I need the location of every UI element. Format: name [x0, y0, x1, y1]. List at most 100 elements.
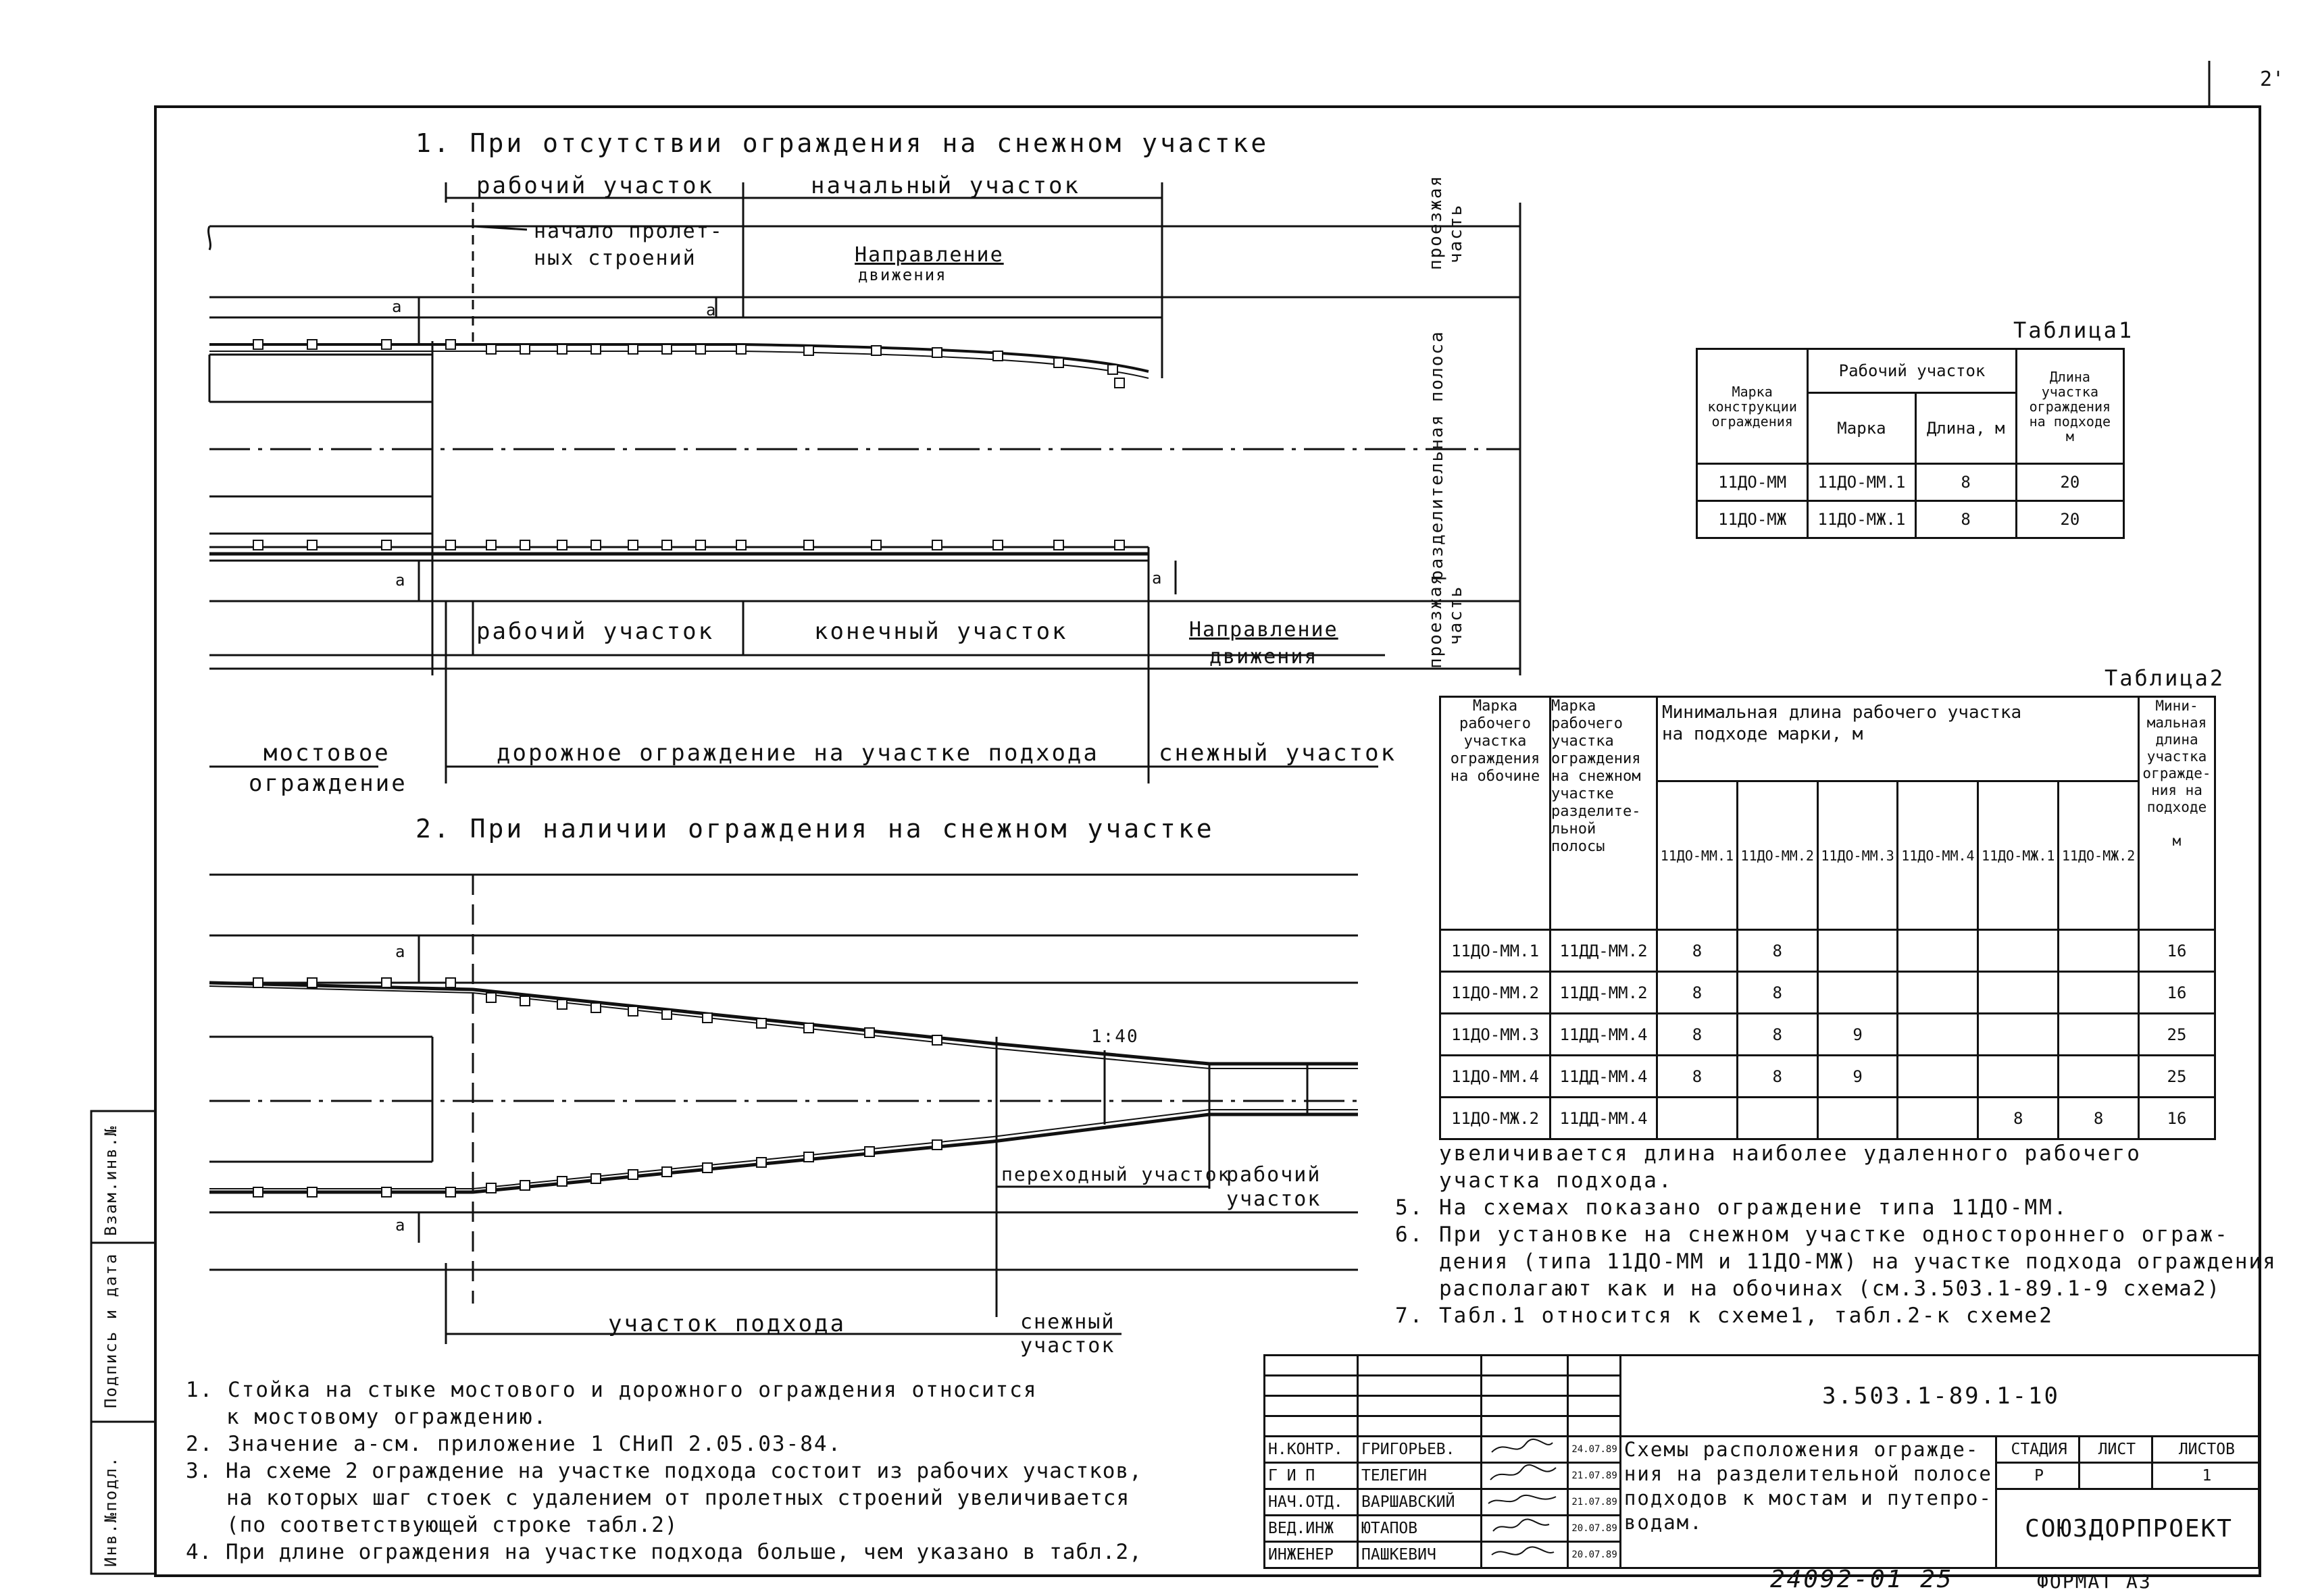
t2-cell: 8 [1656, 971, 1738, 1014]
table1-caption: Таблица1 [2013, 317, 2134, 343]
t2-cell [1977, 929, 2060, 973]
tb-sheets-header: ЛИСТОВ [2150, 1435, 2261, 1464]
t1-cell: 20 [2015, 500, 2125, 539]
t2-cell: 16 [2138, 971, 2216, 1014]
t2-col: 11ДО-ММ.1 [1656, 780, 1738, 931]
note-left-6: 4. При длине ограждения на участке подхо… [186, 1540, 1142, 1564]
t2-cell: 11ДД-ММ.4 [1549, 1012, 1658, 1056]
t2-cell: 11ДО-ММ.4 [1439, 1054, 1551, 1098]
tb-date-2: 21.07.89 [1567, 1488, 1621, 1516]
tb-signature-3 [1480, 1514, 1569, 1543]
t2-h4-1: мальная [2146, 715, 2207, 731]
t1-cell: 8 [1914, 500, 2017, 539]
t1-h-wlen: Длина, м [1914, 392, 2017, 465]
t2-h4-3: участка [2146, 748, 2207, 765]
t2-cell [1896, 971, 1980, 1014]
t2-cell: 16 [2138, 1096, 2216, 1140]
t2-h4-6: подходе [2146, 799, 2207, 815]
slope-label: 1:40 [1091, 1027, 1139, 1047]
t2-h4-0: Мини- [2155, 698, 2198, 714]
a-mark-5: a [395, 942, 407, 961]
t2-h1-0: Марка [1472, 698, 1518, 715]
t2-cell: 16 [2138, 929, 2216, 973]
a-mark-6: a [395, 1216, 407, 1235]
t2-cell [1816, 1096, 1899, 1140]
t2-cell: 11ДД-ММ.4 [1549, 1096, 1658, 1140]
t2-cell: 8 [2057, 1096, 2140, 1140]
span-start-2: ных строений [534, 247, 697, 270]
legend-approach: дорожное ограждение на участке подхода [497, 740, 1099, 767]
t2-cell: 8 [1736, 971, 1819, 1014]
t2-cell [1896, 1096, 1980, 1140]
approach-label: участок подхода [608, 1310, 847, 1337]
scheme1-title: 1. При отсутствии ограждения на снежном … [415, 128, 1269, 158]
working-2-1: рабочий [1226, 1163, 1321, 1187]
t2-h2-3: ограждения [1551, 750, 1641, 767]
t2-h4-5: ния на [2151, 782, 2202, 798]
t2-h2-4: на снежном [1551, 768, 1641, 785]
tb-signature-2 [1480, 1488, 1569, 1516]
table2: Марка рабочего участка ограждения на обо… [1439, 696, 2216, 1140]
vertical-top-1: проезжая [1426, 174, 1446, 270]
note-right-3: 6. При установке на снежном участке одно… [1395, 1222, 2229, 1247]
t2-h2-2: участка [1551, 733, 1614, 750]
t2-cell [1977, 971, 2060, 1014]
t2-h2-7: льной [1551, 821, 1596, 838]
t2-h2-8: полосы [1551, 838, 1605, 855]
t1-h-len-1: Длина [2049, 368, 2090, 385]
t1-cell: 11ДО-ММ [1695, 463, 1809, 502]
t2-cell [1896, 929, 1980, 973]
t2-cell [2057, 1012, 2140, 1056]
t2-col: 11ДО-МЖ.1 [1977, 780, 2060, 931]
direction-top-1: Направление [855, 243, 1004, 267]
title-block: 3.503.1-89.1-10 Н.КОНТР. ГРИГОРЬЕВ. 24.0… [1263, 1354, 2261, 1569]
snow-2-1: снежный [1020, 1310, 1115, 1334]
format-label: ФОРМАТ А3 [2037, 1570, 2152, 1593]
t2-h4-7: м [2172, 833, 2182, 849]
t2-cell [1896, 1012, 1980, 1056]
title-code: 3.503.1-89.1-10 [1619, 1354, 2261, 1437]
t2-cell [2057, 929, 2140, 973]
side-stamp-0: Инв.№подл. [101, 1456, 120, 1568]
a-mark-2: a [706, 301, 717, 319]
t2-col: 11ДО-ММ.3 [1816, 780, 1899, 931]
t2-h4-4: огражде- [2142, 765, 2211, 781]
t2-cell [1816, 929, 1899, 973]
tb-title-0: Схемы расположения огражде- [1623, 1438, 1980, 1461]
a-mark-3: a [395, 571, 407, 590]
tb-date-0: 24.07.89 [1567, 1435, 1621, 1464]
t2-cell: 11ДД-ММ.2 [1549, 929, 1658, 973]
working-2-2: участок [1226, 1187, 1321, 1211]
t2-h3-2: на подходе марки, м [1662, 724, 1863, 744]
sheet-corner-mark: 2' [2260, 68, 2285, 91]
t2-h2-5: участке [1551, 786, 1614, 802]
t1-h-mark-2: конструкции [1707, 398, 1797, 415]
t2-h1-2: участка [1463, 733, 1527, 750]
t2-h3-1: Минимальная длина рабочего участка [1662, 702, 2022, 723]
tb-title-2: подходов к мостам и путепро- [1623, 1487, 1992, 1510]
t2-cell: 8 [1656, 929, 1738, 973]
t2-cell: 11ДО-МЖ.2 [1439, 1096, 1551, 1140]
note-left-1: к мостовому ограждению. [226, 1405, 548, 1429]
t1-cell: 8 [1914, 463, 2017, 502]
tb-signature-4 [1480, 1541, 1569, 1569]
note-left-4: на которых шаг стоек с удалением от прол… [226, 1486, 1130, 1510]
note-right-1: участка подхода. [1439, 1168, 1673, 1193]
scheme1-working-bottom: рабочий участок [476, 618, 715, 645]
t2-cell [2057, 971, 2140, 1014]
tb-sheet-header: ЛИСТ [2077, 1435, 2153, 1464]
t2-cell: 8 [1736, 1054, 1819, 1098]
t2-cell [1977, 1012, 2060, 1056]
t2-col: 11ДО-ММ.2 [1736, 780, 1819, 931]
note-right-0: увеличивается длина наиболее удаленного … [1439, 1141, 2142, 1166]
t2-cell: 8 [1977, 1096, 2060, 1140]
t2-h2-6: разделите- [1551, 803, 1641, 820]
t2-cell [1736, 1096, 1819, 1140]
t2-cell: 11ДО-ММ.1 [1439, 929, 1551, 973]
tb-stage-header: СТАДИЯ [1995, 1435, 2080, 1464]
tb-date-3: 20.07.89 [1567, 1514, 1621, 1543]
t1-h-len-4: на подходе [2029, 413, 2111, 430]
note-left-3: 3. На схеме 2 ограждение на участке подх… [186, 1459, 1142, 1483]
